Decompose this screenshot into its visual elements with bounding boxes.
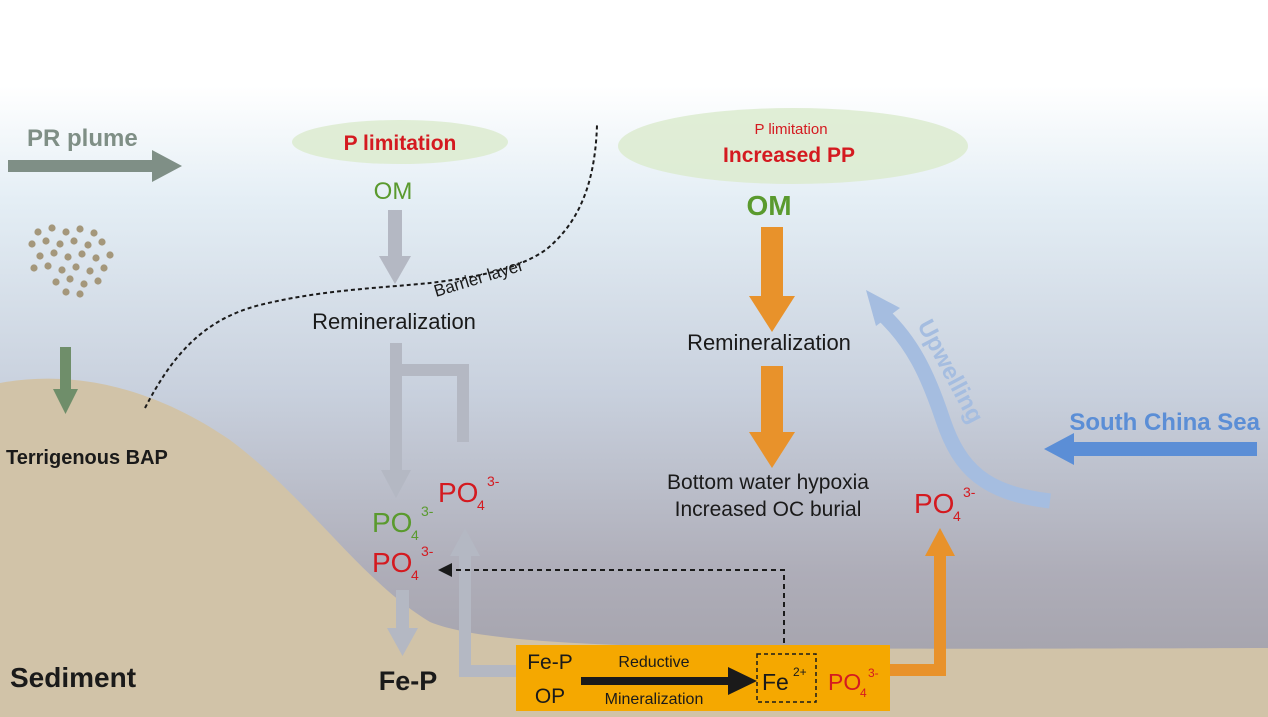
south-china-sea-arrow [1044,433,1257,465]
phosphate-red-box: PO 4 3- [828,666,879,700]
release-up-arrow-left [450,528,519,677]
om-down-arrow-left [379,210,411,284]
reductive-label: Reductive [618,654,689,671]
remineralization-label-left: Remineralization [312,309,476,334]
remineralization-label-right: Remineralization [687,330,851,355]
svg-text:4: 4 [477,497,485,513]
particle-cluster [28,224,114,298]
fe-charge-label: 2+ [793,665,807,679]
upwelling-arrow [866,290,1051,509]
svg-text:4: 4 [411,527,419,543]
svg-text:3-: 3- [487,473,500,489]
svg-text:3-: 3- [963,484,976,500]
svg-text:4: 4 [860,686,867,700]
pr-plume-arrow [8,150,182,182]
fe-label: Fe [762,669,789,695]
hypoxia-label-line1: Bottom water hypoxia [667,471,869,494]
svg-text:4: 4 [953,508,961,524]
svg-text:PO: PO [914,488,954,519]
phosphate-red-right: PO 4 3- [914,484,976,524]
sediment-layer [0,378,1268,717]
svg-text:3-: 3- [868,666,879,680]
fe2-dashed-box [756,653,817,703]
fe-p-label-left: Fe-P [379,666,438,696]
down-arrow-to-fe-p [387,590,418,656]
svg-text:PO: PO [372,547,412,578]
mineralization-label: Mineralization [605,691,704,708]
settling-arrow [53,347,78,414]
svg-text:PO: PO [438,477,478,508]
release-up-arrow-right [888,528,955,676]
barrier-layer-line [144,124,598,409]
box-op-label: OP [535,685,565,708]
phosphate-red-lower: PO 4 3- [372,543,434,583]
om-down-arrow-right [749,227,795,332]
hypoxia-label-line2: Increased OC burial [675,498,862,521]
svg-text:PO: PO [372,507,412,538]
svg-text:3-: 3- [421,543,434,559]
svg-text:4: 4 [411,567,419,583]
sediment-reaction-box: Fe-P OP Reductive Mineralization Fe 2+ P… [516,645,890,711]
box-fe-p-label: Fe-P [527,651,573,674]
remin-down-arrow-right [749,366,795,468]
p-limitation-label-left: P limitation [344,132,457,155]
phosphate-red-upper: PO 4 3- [438,473,500,513]
reductive-mineralization-arrow [581,667,757,695]
increased-pp-label: Increased PP [723,144,855,167]
pr-plume-label: PR plume [27,125,138,152]
p-limitation-cloud-left [292,120,508,164]
fe-feedback-dashed-arrow [438,563,785,652]
recycling-loop-arrow [381,343,469,498]
phosphate-green: PO 4 3- [372,503,434,543]
svg-text:3-: 3- [421,503,434,519]
increased-pp-cloud [618,108,968,184]
p-limitation-label-right: P limitation [754,121,827,138]
terrigenous-bap-label: Terrigenous BAP [6,447,168,469]
sediment-label: Sediment [10,662,136,693]
om-label-right: OM [746,190,791,221]
om-label-left: OM [374,178,413,205]
south-china-sea-label: South China Sea [1069,409,1260,436]
svg-text:PO: PO [828,669,861,695]
